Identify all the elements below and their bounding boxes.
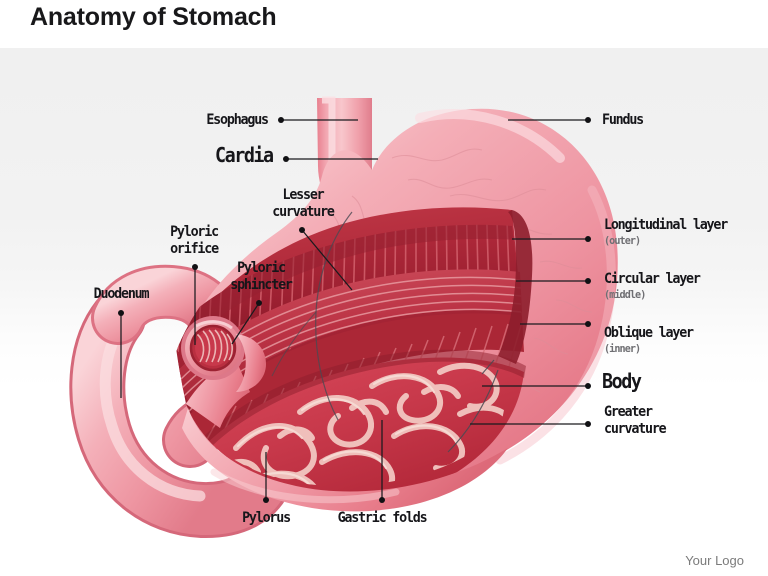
leader-dot-pyloric-orifice — [192, 264, 198, 270]
footer-logo: Your Logo — [685, 553, 744, 568]
title-band — [0, 0, 768, 48]
label-body: Body — [602, 369, 642, 393]
leader-dot-pyloric-sphincter — [256, 300, 262, 306]
label-esophagus: Esophagus — [206, 112, 269, 128]
label-gastric-folds: Gastric folds — [337, 510, 428, 526]
leader-dot-duodenum — [118, 310, 124, 316]
label-duodenum: Duodenum — [93, 286, 150, 302]
label-greater-curvature-line2: curvature — [604, 421, 667, 437]
label-pyloric-sphincter-line1: Pyloric — [237, 260, 286, 276]
leader-dot-oblique-layer — [585, 321, 591, 327]
label-oblique-layer-sub: (inner) — [604, 342, 641, 355]
label-longitudinal-layer: Longitudinal layer (outer) — [604, 217, 728, 247]
leader-dot-esophagus — [278, 117, 284, 123]
label-fundus: Fundus — [602, 112, 644, 128]
label-lesser-curvature: Lesser curvature — [262, 187, 345, 221]
label-circular-layer: Circular layer (middle) — [604, 271, 701, 301]
leader-dot-pylorus — [263, 497, 269, 503]
label-pyloric-orifice: Pyloric orifice — [152, 224, 237, 258]
label-longitudinal-layer-sub: (outer) — [604, 234, 641, 247]
label-longitudinal-layer-text: Longitudinal layer — [604, 217, 728, 233]
leader-dot-lesser-curvature — [299, 227, 305, 233]
label-cardia: Cardia — [215, 143, 274, 167]
page-title: Anatomy of Stomach — [30, 3, 277, 31]
leader-dot-gastric-folds — [379, 497, 385, 503]
label-oblique-layer-text: Oblique layer — [604, 325, 694, 341]
label-circular-layer-text: Circular layer — [604, 271, 701, 287]
label-greater-curvature: Greater curvature — [604, 404, 667, 438]
label-lesser-curvature-line1: Lesser — [282, 187, 324, 203]
leader-dot-greater-curvature — [585, 421, 591, 427]
label-greater-curvature-line1: Greater — [604, 404, 653, 420]
label-oblique-layer: Oblique layer (inner) — [604, 325, 694, 355]
leader-dot-fundus — [585, 117, 591, 123]
label-pyloric-orifice-line2: orifice — [170, 241, 219, 257]
label-pyloric-orifice-line1: Pyloric — [170, 224, 219, 240]
leader-dot-longitudinal-layer — [585, 236, 591, 242]
label-pyloric-sphincter-line2: sphincter — [230, 277, 293, 293]
label-pylorus: Pylorus — [242, 510, 291, 526]
leader-dot-cardia — [283, 156, 289, 162]
label-pyloric-sphincter: Pyloric sphincter — [216, 260, 306, 294]
leader-dot-circular-layer — [585, 278, 591, 284]
leader-dot-body — [585, 383, 591, 389]
label-lesser-curvature-line2: curvature — [272, 204, 335, 220]
label-circular-layer-sub: (middle) — [604, 288, 646, 301]
